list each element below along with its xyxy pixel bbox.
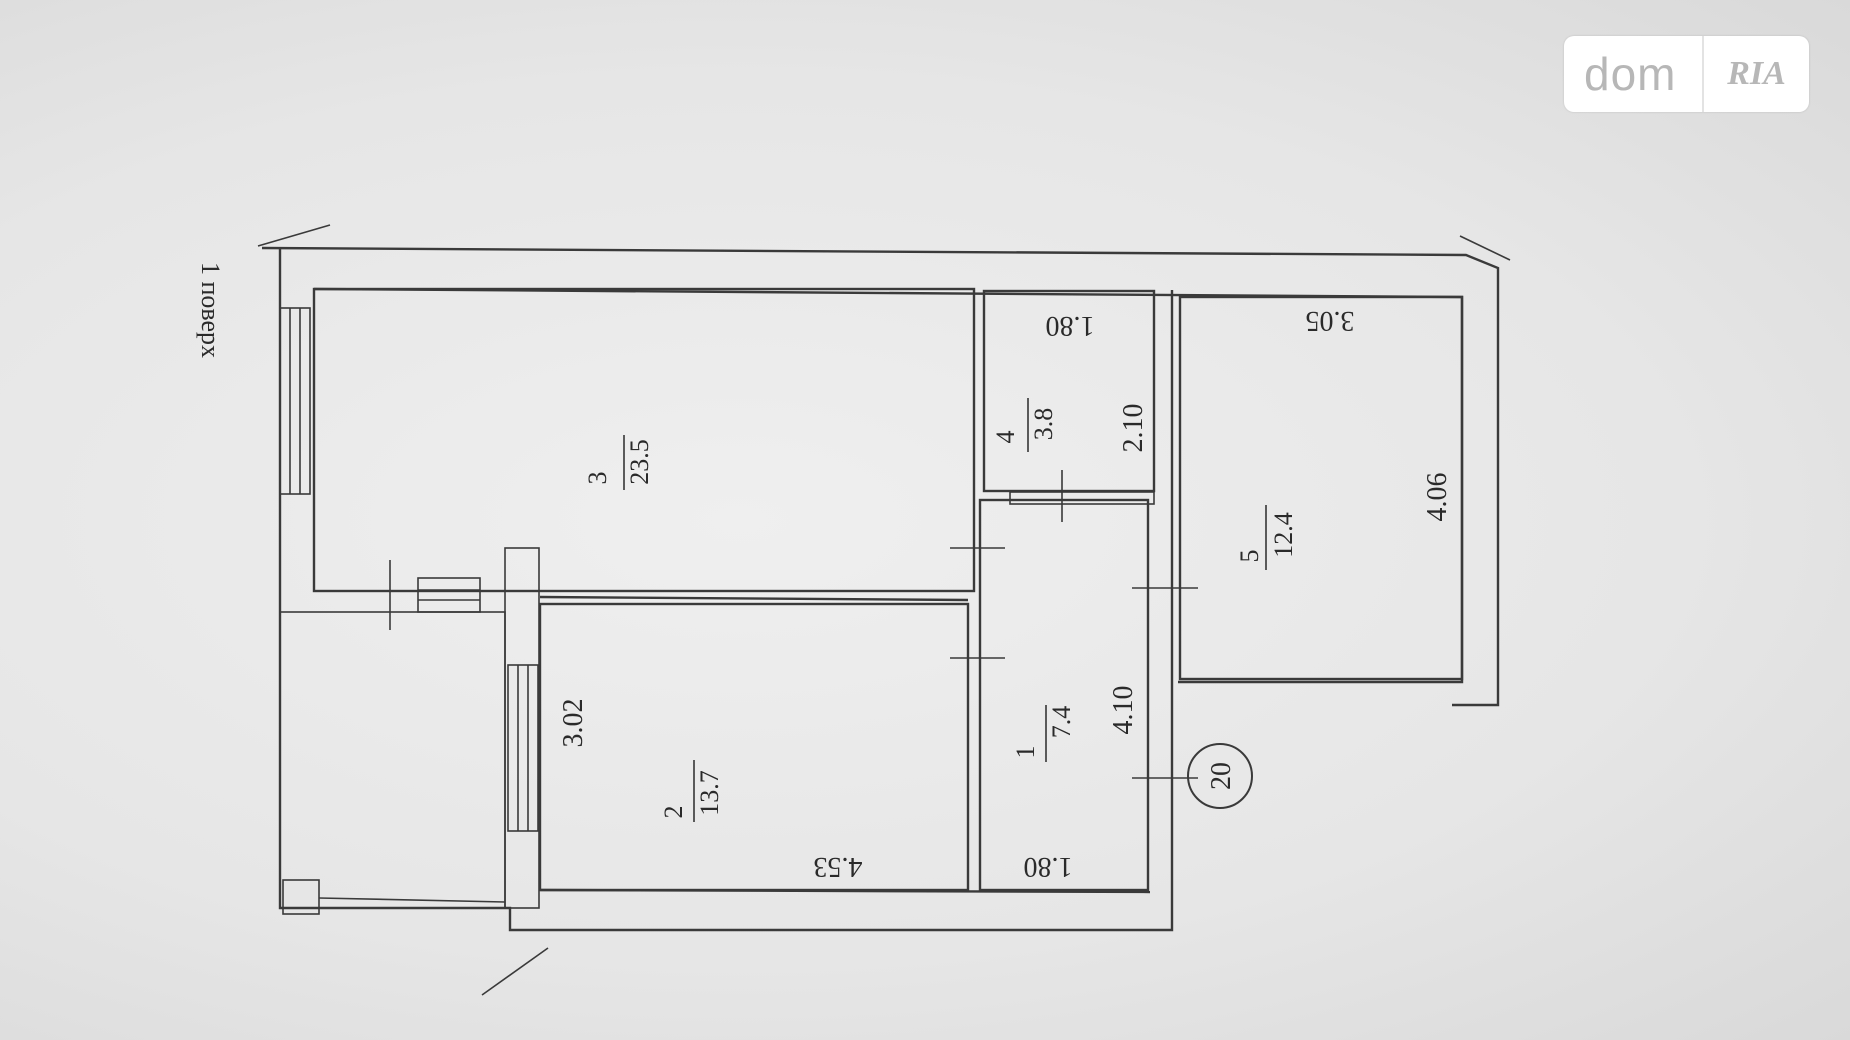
partition-3-2 [539,595,969,602]
stamp-circle [1187,743,1253,809]
stamp-number: 20 [1206,762,1237,790]
room-2-area: 13.7 [695,770,724,816]
break-mark-bottom [481,947,549,996]
domria-logo: dom RIA [1564,36,1809,112]
break-mark-right [1459,235,1511,261]
room-3-area: 23.5 [625,439,654,485]
room-2-height: 3.02 [558,699,589,748]
room-5-outline [1178,295,1464,681]
balcony-area [279,611,506,909]
outer-wall-north [261,246,1500,707]
room-1-number: 1 [1011,746,1040,759]
room-2-width: 4.53 [814,851,863,882]
window-room-3 [279,307,311,495]
window-room-4 [1009,491,1155,505]
room-1-outline [978,498,1150,892]
room-4-outline [982,289,1156,493]
balcony-rail-post [282,879,320,915]
logo-ria-text: RIA [1727,55,1786,92]
break-mark-top [257,224,331,247]
room-1-width: 1.80 [1024,851,1073,882]
doors [389,470,1198,779]
logo-divider [1702,36,1704,112]
partition-pillar [504,547,540,909]
window-balcony [417,577,481,613]
outer-wall-north-inner [313,287,1464,684]
room-3-outline [312,287,976,593]
room-5-width: 3.05 [1306,305,1355,336]
room-3-number: 3 [583,472,612,485]
windows [279,307,1155,832]
balcony-rail [318,897,506,903]
room-1-height: 4.10 [1108,686,1139,735]
floor-label: 1 поверх [196,262,225,358]
room-5-height: 4.06 [1422,473,1453,522]
outer-walls [257,224,1511,996]
room-4-area: 3.8 [1029,408,1058,441]
room-4-number: 4 [991,431,1020,444]
room-4-width: 1.80 [1046,310,1095,341]
room-5-number: 5 [1235,550,1264,563]
logo-dom-text: dom [1584,48,1677,100]
room-2-number: 2 [659,806,688,819]
room-5-area: 12.4 [1269,512,1298,558]
room-1-area: 7.4 [1047,706,1076,739]
room-2-outline [538,602,970,892]
window-room-2 [507,664,539,832]
room-4-height: 2.10 [1118,404,1149,453]
